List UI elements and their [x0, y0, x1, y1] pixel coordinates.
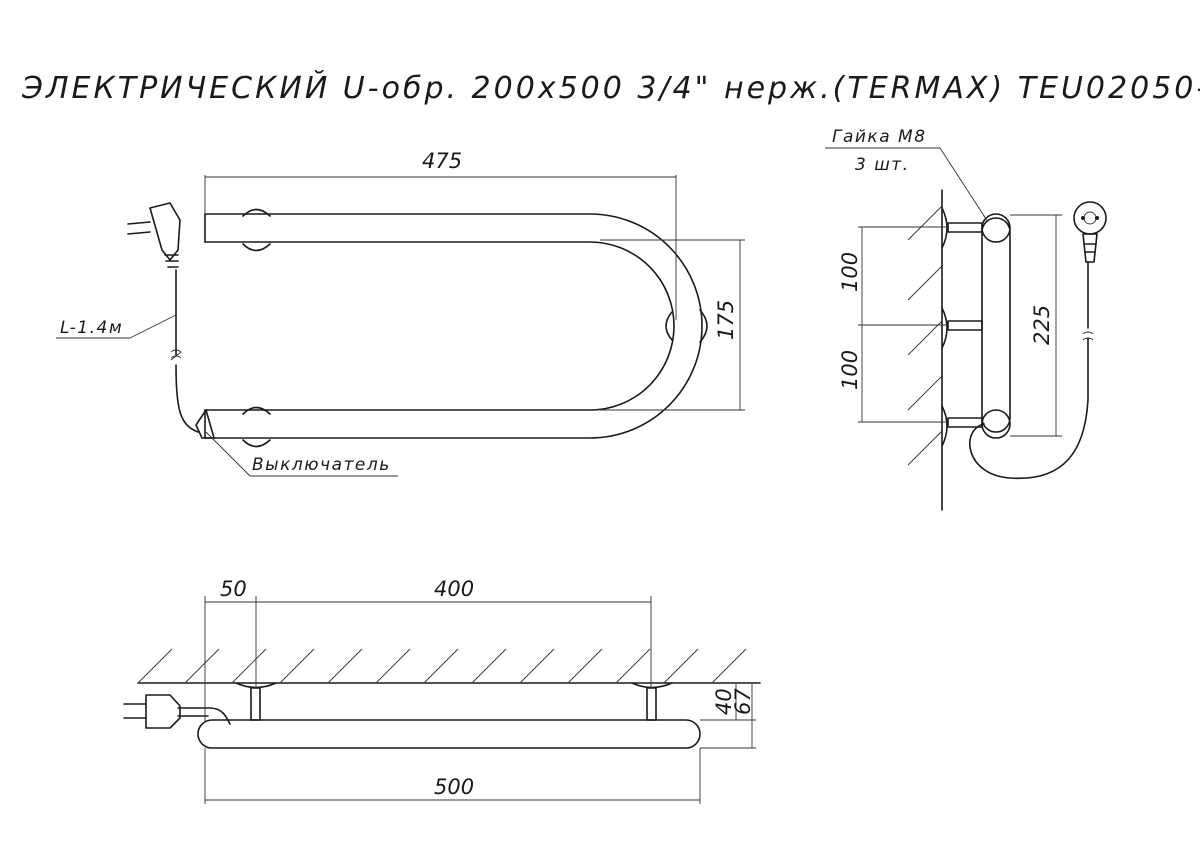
top-view: 50 400 40 67 500	[123, 577, 761, 804]
side-plug	[1073, 201, 1107, 263]
dim-top-offset: 50	[220, 577, 247, 601]
top-cable	[177, 707, 231, 725]
front-mount-top	[242, 208, 271, 252]
dim-top-depth-total: 67	[731, 688, 755, 715]
side-wall-hatch	[907, 205, 943, 466]
dim-top-mount-spacing: 400	[434, 577, 474, 601]
dim-front-height: 175	[714, 300, 738, 340]
dim-side-total: 225	[1030, 305, 1054, 345]
front-view: 475 175 L-1.4м Выключатель	[56, 149, 745, 477]
top-wall-hatch	[137, 648, 747, 684]
cable-length-label: L-1.4м	[60, 318, 123, 338]
side-view: 100 100 225 Гайка М8 3 шт.	[825, 127, 1107, 511]
nut-label: Гайка М8	[832, 127, 927, 147]
dim-side-upper: 100	[838, 252, 862, 292]
dim-top-depth-mount: 40	[712, 688, 736, 715]
switch-body	[195, 409, 215, 439]
nut-qty-label: 3 шт.	[855, 155, 910, 175]
side-cable	[969, 337, 1089, 480]
front-mount-bottom	[242, 406, 271, 448]
top-plug	[123, 694, 181, 729]
front-plug	[127, 202, 181, 268]
dim-side-lower: 100	[838, 350, 862, 390]
side-tube	[981, 217, 1011, 433]
u-tube-inner	[204, 241, 675, 411]
u-tube-outer	[204, 213, 703, 439]
top-tube	[197, 719, 701, 749]
dim-top-total-length: 500	[434, 775, 474, 799]
switch-label: Выключатель	[252, 455, 391, 475]
front-mount-side	[665, 309, 708, 343]
dim-front-width: 475	[422, 149, 462, 173]
drawing-title: ЭЛЕКТРИЧЕСКИЙ U-обр. 200x500 3/4" нерж.(…	[21, 70, 1200, 106]
